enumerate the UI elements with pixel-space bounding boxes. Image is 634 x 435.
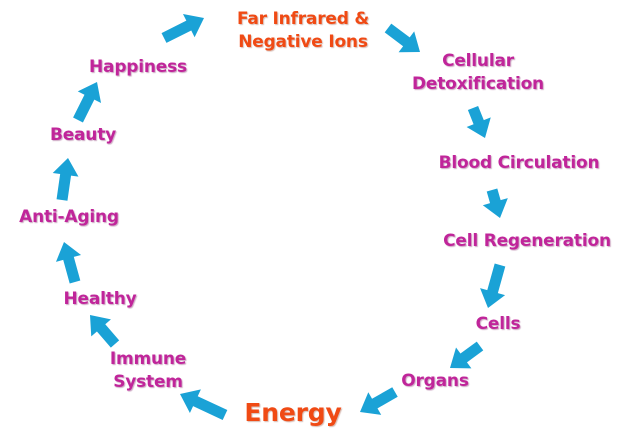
arrow-icon xyxy=(466,105,491,139)
arrow-icon xyxy=(384,23,421,53)
label-far-infrared-line-2: Negative Ions xyxy=(238,32,368,52)
arrow-icon xyxy=(180,389,228,420)
label-happiness: Happiness xyxy=(89,57,187,77)
label-organs: Organs xyxy=(401,371,469,391)
arrow-icon xyxy=(482,188,508,218)
arrow-icon xyxy=(52,158,79,201)
label-far-infrared-line-1: Far Infrared & xyxy=(236,9,370,29)
label-blood-circulation: Blood Circulation xyxy=(438,153,600,173)
label-cellular-detoxification-line-1: Cellular xyxy=(442,51,514,71)
arrow-icon xyxy=(73,81,102,123)
label-healthy: Healthy xyxy=(63,289,137,309)
label-cellular-detoxification-line-2: Detoxification xyxy=(412,74,544,94)
label-immune-system-line-2: System xyxy=(113,372,183,392)
label-immune-system: Immune System xyxy=(98,348,198,394)
label-immune-system-line-1: Immune xyxy=(109,349,187,369)
label-beauty: Beauty xyxy=(49,125,117,145)
label-cells: Cells xyxy=(475,314,521,334)
arrow-icon xyxy=(161,13,205,43)
label-energy: Energy xyxy=(244,398,342,427)
arrow-icon xyxy=(359,387,398,415)
arrow-icon xyxy=(449,341,484,369)
label-anti-aging: Anti-Aging xyxy=(19,207,119,227)
arrow-icon xyxy=(55,242,82,284)
label-cell-regeneration: Cell Regeneration xyxy=(443,231,611,251)
label-cellular-detoxification: Cellular Detoxification xyxy=(398,50,558,96)
arrow-icon xyxy=(480,263,506,308)
label-far-infrared: Far Infrared & Negative Ions xyxy=(228,8,378,54)
arrow-icon xyxy=(89,314,120,348)
